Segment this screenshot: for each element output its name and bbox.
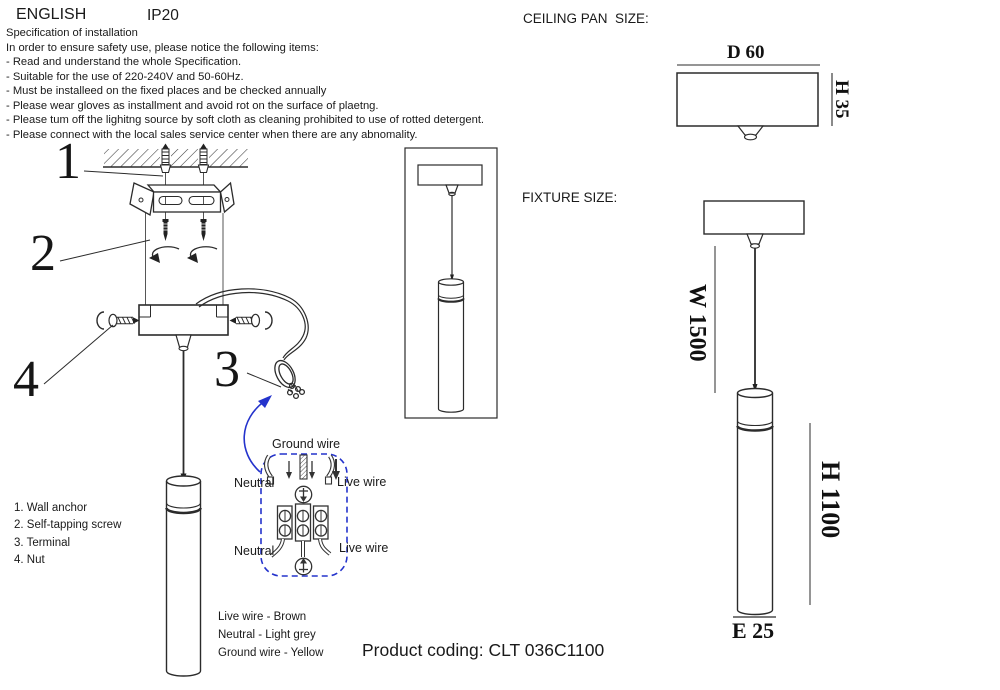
screw-down-left	[162, 219, 169, 241]
spec-item: - Please tum off the lighitng source by …	[6, 114, 485, 127]
spec-item: - Must be installeed on the fixed places…	[6, 85, 327, 98]
terminal-block	[276, 503, 329, 542]
spec-intro: In order to ensure safety use, please no…	[6, 41, 319, 54]
ground-wire-top	[299, 454, 308, 480]
wall-anchor-right	[197, 143, 210, 174]
ground-symbol-bottom	[294, 557, 313, 576]
screw-side-right	[229, 311, 273, 330]
live-wire-label-bottom: Live wire	[339, 541, 389, 555]
canopy	[138, 304, 229, 477]
live-wire-label-top: Live wire	[337, 475, 387, 489]
language-title: ENGLISH	[16, 6, 87, 23]
step-number-1: 1	[55, 133, 81, 190]
neutral-label-bottom: Neutral	[234, 544, 275, 558]
wiring-diagram	[243, 395, 348, 577]
wire-color-legend: Live wire - Brown Neutral - Light grey G…	[218, 608, 323, 662]
dim-h35: H 35	[831, 80, 852, 119]
step-number-2: 2	[30, 225, 56, 282]
wire-color-item: Live wire - Brown	[218, 611, 307, 623]
spec-text: Specification of installation In order t…	[6, 26, 484, 142]
spec-item: - Please connect with the local sales se…	[6, 128, 418, 141]
terminal-connector	[274, 359, 306, 400]
spec-item: - Please wear gloves as installment and …	[6, 99, 379, 112]
live-wire-top	[324, 454, 335, 485]
wall-anchor-left	[159, 143, 172, 174]
install-diagram	[43, 143, 309, 677]
neutral-wire-top	[264, 454, 275, 485]
fixture-drawing	[703, 200, 811, 618]
parts-list-item: 1. Wall anchor	[14, 502, 88, 514]
product-coding: Product coding: CLT 036C1100	[362, 640, 605, 660]
dim-h1100: H 1100	[816, 461, 845, 539]
rotate-arrow-left	[149, 246, 180, 263]
fixture-title: FIXTURE SIZE:	[522, 190, 618, 205]
neutral-label-top: Neutral	[234, 476, 275, 490]
ground-symbol-top	[294, 485, 313, 504]
dim-w1500: W 1500	[684, 284, 710, 362]
parts-list-item: 2. Self-tapping screw	[14, 519, 122, 532]
pendant-cylinder	[165, 473, 202, 677]
leader-lines	[43, 170, 282, 388]
screw-down-right	[200, 219, 207, 241]
wire-color-item: Neutral - Light grey	[218, 629, 316, 641]
wire-color-item: Ground wire - Yellow	[218, 647, 324, 659]
wiring-pointer-arrow	[243, 395, 272, 473]
rotate-arrow-right	[187, 246, 218, 263]
dim-e25: E 25	[732, 618, 775, 643]
product-view-box	[404, 147, 498, 419]
ceiling-pan-title: CEILING PAN SIZE:	[523, 11, 649, 26]
bottom-wires	[269, 538, 332, 558]
ceiling-hatch	[103, 149, 248, 168]
spec-item: - Read and understand the whole Specific…	[6, 56, 242, 69]
parts-list-item: 4. Nut	[14, 553, 45, 566]
spec-title: Specification of installation	[6, 27, 138, 39]
parts-list-item: 3. Terminal	[14, 536, 71, 549]
spec-item: - Suitable for the use of 220-240V and 5…	[6, 70, 244, 83]
step-number-3: 3	[214, 341, 240, 398]
mounting-bracket	[129, 181, 235, 217]
terminal-wire	[195, 288, 309, 361]
screw-side-left	[96, 311, 140, 330]
ground-wire-label: Ground wire	[272, 437, 341, 451]
wiring-box	[260, 453, 348, 577]
ceiling-pan-drawing	[676, 64, 833, 141]
step-number-4: 4	[13, 351, 39, 408]
down-arrows	[286, 459, 340, 480]
dim-d60: D 60	[727, 42, 765, 63]
ip-rating: IP20	[147, 7, 179, 24]
parts-list: 1. Wall anchor 2. Self-tapping screw 3. …	[14, 500, 121, 569]
